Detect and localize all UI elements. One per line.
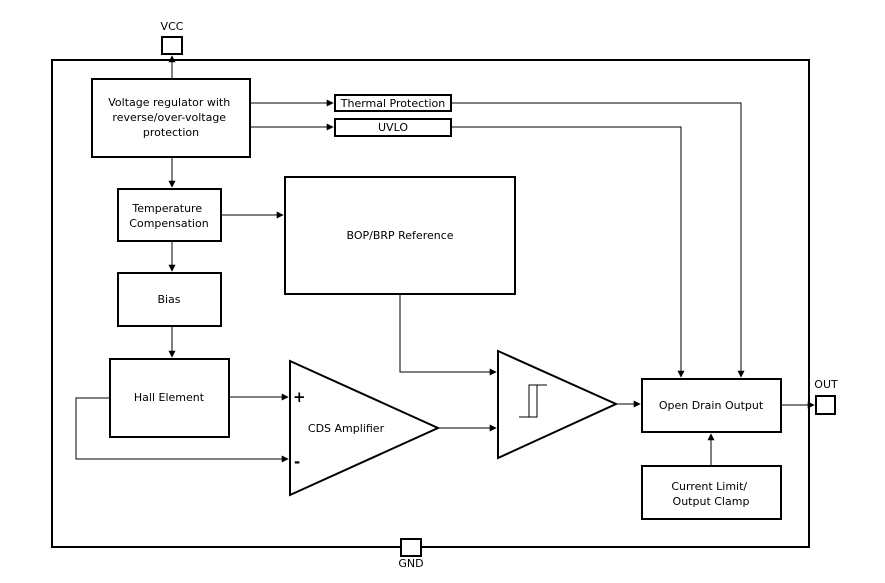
- hall-element-label: Hall Element: [134, 391, 205, 404]
- bop-brp-reference-label: BOP/BRP Reference: [346, 229, 453, 242]
- bias-label: Bias: [157, 293, 180, 306]
- cds-amplifier-triangle: [289, 359, 441, 497]
- voltage-regulator-block: [91, 78, 251, 158]
- wire-uvlo-to-output: [451, 126, 685, 378]
- vcc-label: VCC: [161, 20, 184, 33]
- hysteresis-symbol: [519, 384, 547, 418]
- bias-block: [117, 272, 222, 327]
- gnd-pin: [400, 538, 422, 557]
- amplifier-minus-sign: -: [294, 453, 300, 471]
- gnd-label: GND: [398, 557, 423, 570]
- open-drain-output-block: [641, 378, 782, 433]
- amplifier-plus-sign: +: [293, 388, 306, 406]
- wire-hall-to-amp-minus: [75, 397, 289, 463]
- vcc-pin: [161, 36, 183, 55]
- out-pin: [815, 395, 836, 415]
- comparator-triangle: [497, 349, 619, 460]
- uvlo-label: UVLO: [378, 121, 408, 134]
- open-drain-output-label: Open Drain Output: [659, 399, 764, 412]
- hall-element-block: [109, 358, 230, 438]
- thermal-protection-label: Thermal Protection: [340, 97, 445, 110]
- voltage-regulator-label: Voltage regulator with reverse/over-volt…: [108, 96, 233, 139]
- wire-reference-to-comparator: [399, 294, 497, 376]
- chip-outline: [51, 59, 810, 548]
- out-label: OUT: [814, 378, 838, 391]
- temperature-compensation-block: [117, 188, 222, 242]
- temperature-compensation-label: Temperature Compensation: [129, 202, 208, 230]
- bop-brp-reference-block: [284, 176, 516, 295]
- cds-amplifier-label: CDS Amplifier: [308, 422, 385, 435]
- current-limit-label: Current Limit/ Output Clamp: [671, 480, 750, 508]
- wire-thermal-to-output: [451, 102, 745, 378]
